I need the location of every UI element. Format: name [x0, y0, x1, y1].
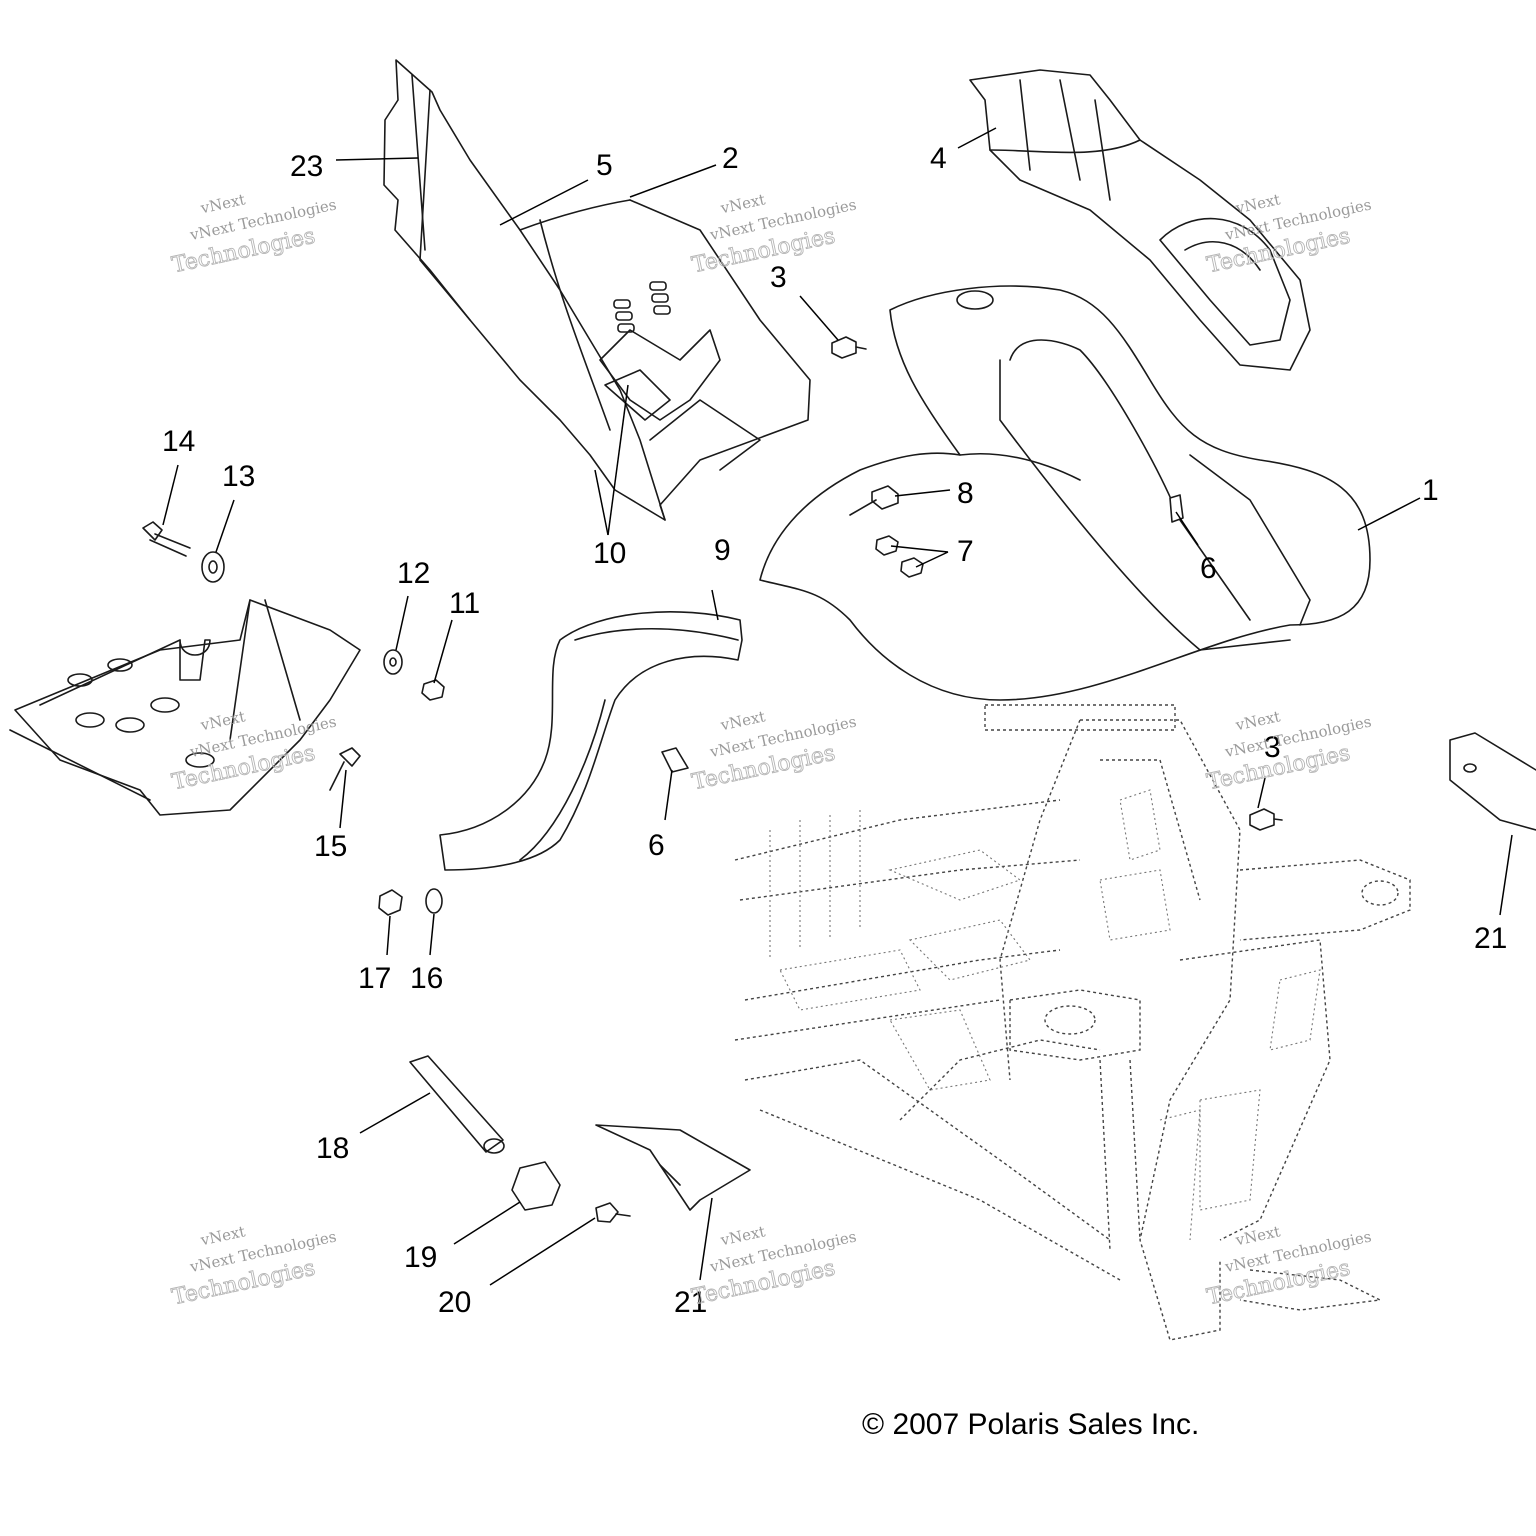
callout-23: 23	[290, 150, 323, 183]
callout-19: 19	[404, 1241, 437, 1274]
bolt-15	[329, 747, 361, 791]
watermark-mid-right: vNext vNext Technologies Technologies	[1204, 707, 1373, 796]
callout-14: 14	[162, 425, 195, 458]
callout-6-lower: 6	[648, 829, 665, 862]
callout-15: 15	[314, 830, 347, 863]
push-rivet-top	[831, 336, 867, 359]
clamp-19	[511, 1161, 561, 1211]
svg-text:vNext: vNext	[718, 1222, 767, 1249]
callout-13: 13	[222, 460, 255, 493]
svg-text:vNext: vNext	[198, 707, 247, 734]
watermark-mid-mid: vNext vNext Technologies Technologies	[689, 707, 858, 796]
partial-part-21-right	[1449, 732, 1536, 831]
callout-10: 10	[593, 537, 626, 570]
watermark-bottom-right: vNext vNext Technologies Technologies	[1204, 1222, 1373, 1311]
tank-cover	[969, 69, 1311, 371]
svg-text:vNext: vNext	[718, 707, 767, 734]
nut-11	[421, 679, 445, 701]
svg-text:vNext: vNext	[1233, 1222, 1282, 1249]
callout-5: 5	[596, 149, 613, 182]
front-fender	[759, 285, 1371, 701]
speed-clip-lower	[661, 747, 689, 773]
callout-12: 12	[397, 557, 430, 590]
watermark-mid-left: vNext vNext Technologies Technologies	[169, 707, 338, 796]
callout-21-lower: 21	[674, 1286, 707, 1319]
watermark-top-right: vNext vNext Technologies Technologies	[1204, 190, 1373, 279]
fender-nuts	[875, 535, 924, 578]
watermark-bottom-left: vNext vNext Technologies Technologies	[169, 1222, 338, 1311]
side-panel-assembly	[383, 59, 811, 521]
callout-16: 16	[410, 962, 443, 995]
callout-3-right: 3	[1264, 731, 1281, 764]
callout-11: 11	[449, 587, 480, 620]
fender-bolt	[849, 485, 899, 516]
inner-fender	[439, 611, 743, 871]
callout-20: 20	[438, 1286, 471, 1319]
speed-clip-fender	[1169, 494, 1184, 523]
washer-12	[383, 649, 403, 675]
callout-17: 17	[358, 962, 391, 995]
callout-6-fender: 6	[1200, 552, 1217, 585]
leader-lines	[162, 127, 1513, 1286]
washer-16	[425, 888, 443, 914]
tube-18	[409, 1055, 505, 1154]
svg-text:vNext: vNext	[198, 190, 247, 217]
callout-3-top: 3	[770, 261, 787, 294]
watermark-top-left: vNext vNext Technologies Technologies	[169, 190, 338, 279]
washer-13	[201, 551, 225, 583]
callout-4: 4	[930, 142, 947, 175]
callout-labels: 1 2 3 3 4 5 6 6 7 8 9 10 11 12 13 14 15 …	[162, 142, 1507, 1319]
callout-18: 18	[316, 1132, 349, 1165]
callout-9: 9	[714, 534, 731, 567]
callout-8: 8	[957, 477, 974, 510]
svg-text:vNext: vNext	[198, 1222, 247, 1249]
frame-assembly	[734, 704, 1411, 1341]
footrest	[9, 599, 361, 816]
callout-1: 1	[1422, 474, 1439, 507]
screw-20	[595, 1202, 631, 1223]
callout-7: 7	[957, 535, 974, 568]
push-rivet-right	[1249, 808, 1283, 831]
svg-text:vNext: vNext	[1233, 190, 1282, 217]
copyright-notice: © 2007 Polaris Sales Inc.	[862, 1408, 1200, 1441]
nut-17	[378, 889, 403, 916]
watermark-bottom-mid: vNext vNext Technologies Technologies	[689, 1222, 858, 1311]
skid-plate-21	[595, 1124, 751, 1211]
bolt-14	[142, 521, 191, 557]
callout-21-right: 21	[1474, 922, 1507, 955]
callout-2: 2	[722, 142, 739, 175]
svg-text:vNext: vNext	[718, 190, 767, 217]
